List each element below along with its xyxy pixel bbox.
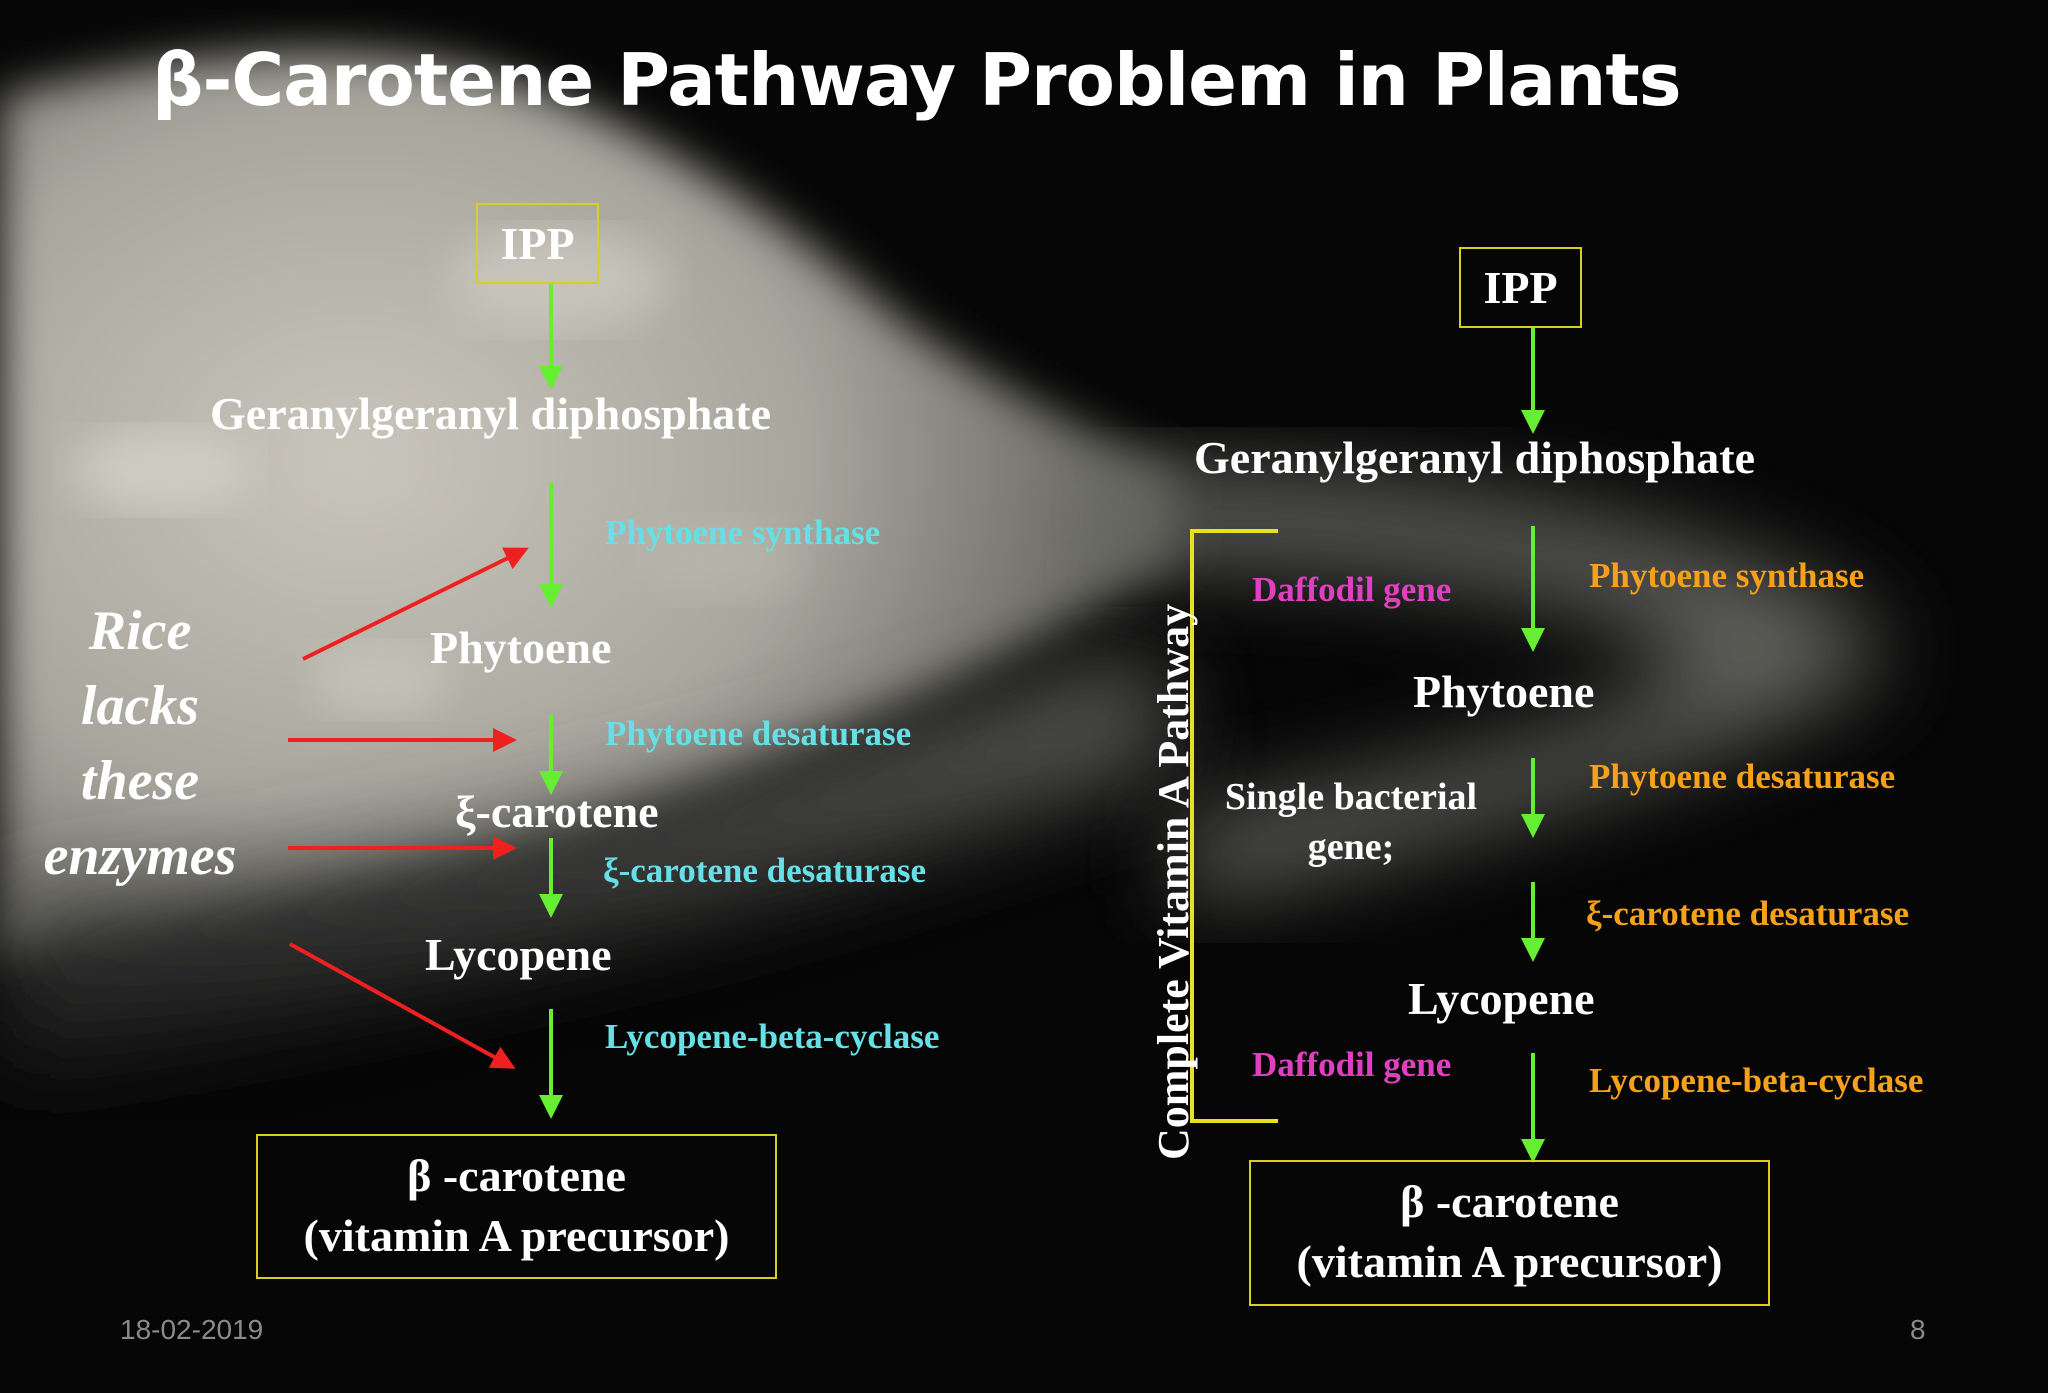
left-enzyme-lycopene-beta-cyclase: Lycopene-beta-cyclase — [605, 1017, 940, 1056]
right-enzyme-phytoene-desaturase: Phytoene desaturase — [1589, 757, 1896, 796]
left-beta-carotene-box: β -carotene (vitamin A precursor) — [256, 1134, 777, 1279]
left-ipp-label: IPP — [500, 218, 575, 269]
slide-title: β-Carotene Pathway Problem in Plants — [152, 38, 1682, 122]
daffodil-gene-2: Daffodil gene — [1252, 1045, 1452, 1084]
right-ipp-box: IPP — [1459, 247, 1582, 328]
complete-pathway-label: Complete Vitamin A Pathway — [1149, 603, 1198, 1160]
bacterial-line-2: gene; — [1307, 826, 1395, 868]
left-lycopene: Lycopene — [425, 929, 612, 980]
right-enzyme-phytoene-synthase: Phytoene synthase — [1589, 556, 1865, 595]
right-enzyme-lycopene-beta-cyclase: Lycopene-beta-cyclase — [1589, 1061, 1924, 1100]
side-note-line-1: Rice — [88, 600, 192, 662]
left-beta-carotene-line1: β -carotene — [407, 1150, 626, 1201]
right-beta-carotene-box: β -carotene (vitamin A precursor) — [1249, 1160, 1770, 1306]
left-enzyme-phytoene-synthase: Phytoene synthase — [605, 513, 881, 552]
left-ipp-box: IPP — [476, 203, 599, 284]
right-beta-carotene-line2: (vitamin A precursor) — [1296, 1236, 1723, 1287]
single-bacterial-gene-note: Single bacterial gene; — [1210, 772, 1492, 872]
bacterial-line-1: Single bacterial — [1224, 776, 1478, 818]
left-enzyme-zeta-carotene-desaturase: ξ-carotene desaturase — [603, 851, 927, 890]
left-phytoene: Phytoene — [430, 622, 612, 673]
right-phytoene: Phytoene — [1413, 666, 1595, 717]
right-ipp-label: IPP — [1483, 262, 1558, 313]
side-note-line-2: lacks — [80, 675, 200, 737]
right-ggpp: Geranylgeranyl diphosphate — [1194, 432, 1756, 483]
right-lycopene: Lycopene — [1408, 973, 1595, 1024]
pathway-bracket — [1190, 529, 1278, 1123]
left-zeta-carotene: ξ-carotene — [455, 786, 659, 837]
slide-date: 18-02-2019 — [120, 1314, 264, 1345]
red-arrow-4 — [289, 942, 516, 1069]
left-enzyme-phytoene-desaturase: Phytoene desaturase — [605, 714, 912, 753]
side-note-line-4: enzymes — [43, 825, 237, 887]
right-enzyme-zeta-carotene-desaturase: ξ-carotene desaturase — [1586, 894, 1910, 933]
slide-page-number: 8 — [1910, 1314, 1926, 1345]
red-arrow-1 — [302, 547, 529, 661]
rice-lacks-enzymes-note: Rice lacks these enzymes — [20, 594, 260, 894]
left-ggpp: Geranylgeranyl diphosphate — [210, 388, 772, 439]
daffodil-gene-1: Daffodil gene — [1252, 570, 1452, 609]
left-beta-carotene-line2: (vitamin A precursor) — [303, 1210, 730, 1261]
side-note-line-3: these — [80, 750, 200, 812]
right-beta-carotene-line1: β -carotene — [1400, 1176, 1619, 1227]
